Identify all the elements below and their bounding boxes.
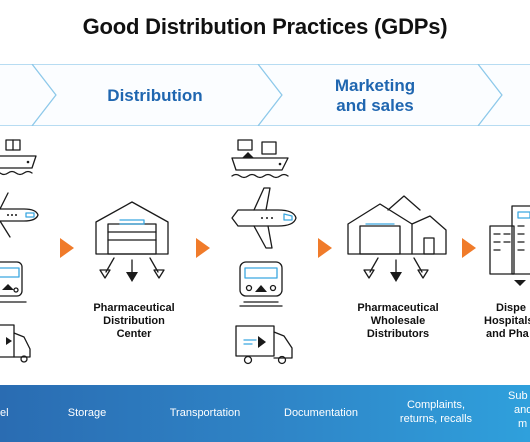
arrow-right-icon bbox=[196, 238, 210, 258]
warehouse-icon bbox=[347, 195, 447, 282]
stage-marketing: Marketing and sales bbox=[300, 76, 450, 116]
caption-dispense-line3: and Pha bbox=[486, 328, 529, 340]
truck-icon bbox=[235, 325, 293, 365]
hospital-icon bbox=[489, 205, 530, 286]
band-item-complaints-line2: returns, recalls bbox=[399, 413, 473, 425]
band-item-complaints: Complaints, returns, recalls bbox=[380, 398, 492, 426]
caption-distribution-center-line2: Distribution bbox=[103, 315, 165, 327]
arrow-right-icon bbox=[60, 238, 74, 258]
truck-icon bbox=[0, 324, 31, 363]
chevron-2 bbox=[31, 64, 283, 126]
caption-distribution-center: Pharmaceutical Distribution Center bbox=[74, 302, 194, 341]
train-icon bbox=[0, 261, 27, 303]
chevron-4 bbox=[477, 64, 530, 126]
arrow-right-icon bbox=[318, 238, 332, 258]
band-item-storage-line: Storage bbox=[67, 407, 107, 419]
diagram-title: Good Distribution Practices (GDPs) bbox=[82, 14, 448, 39]
chevron-3 bbox=[257, 64, 503, 126]
caption-dispense-line1: Dispe bbox=[496, 302, 526, 314]
band-item-partial-right-line3: m bbox=[518, 418, 528, 430]
caption-wholesale-line1: Pharmaceutical bbox=[357, 302, 439, 314]
caption-distribution-center-line1: Pharmaceutical bbox=[93, 302, 175, 314]
stage-marketing-line2: and sales bbox=[336, 96, 414, 115]
band-item-storage: Storage bbox=[50, 406, 124, 420]
band-item-partial: el bbox=[0, 406, 20, 420]
warehouse-icon bbox=[95, 201, 169, 282]
band-item-documentation-line: Documentation bbox=[284, 407, 358, 419]
airplane-icon bbox=[231, 187, 297, 249]
caption-dispense-line2: Hospitals bbox=[484, 315, 530, 327]
band-item-partial-right: Sub and m bbox=[508, 389, 530, 431]
caption-dispense: Dispe Hospitals and Pha bbox=[480, 302, 530, 341]
band-item-transportation-line: Transportation bbox=[169, 407, 241, 419]
band-item-transportation: Transportation bbox=[150, 406, 260, 420]
caption-distribution-center-line3: Center bbox=[116, 328, 152, 340]
airplane-icon bbox=[0, 192, 39, 238]
stage-distribution: Distribution bbox=[107, 86, 203, 105]
supply-chain-illustration bbox=[0, 139, 530, 365]
practices-band: el Storage Transportation Documentation … bbox=[0, 385, 530, 442]
band-item-documentation: Documentation bbox=[270, 406, 372, 420]
arrow-right-icon bbox=[462, 238, 476, 258]
caption-wholesale: Pharmaceutical Wholesale Distributors bbox=[336, 302, 460, 341]
band-item-partial-line: el bbox=[0, 407, 9, 419]
ship-icon bbox=[0, 139, 37, 176]
train-icon bbox=[239, 261, 283, 307]
band-item-complaints-line1: Complaints, bbox=[406, 399, 466, 411]
band-item-partial-right-line1: Sub bbox=[508, 390, 528, 402]
caption-wholesale-line3: Distributors bbox=[366, 328, 430, 340]
band-item-partial-right-line2: and bbox=[514, 404, 530, 416]
stage-marketing-line1: Marketing bbox=[334, 76, 416, 95]
caption-wholesale-line2: Wholesale bbox=[370, 315, 426, 327]
stage-chevrons bbox=[0, 64, 530, 126]
ship-icon bbox=[231, 139, 289, 179]
